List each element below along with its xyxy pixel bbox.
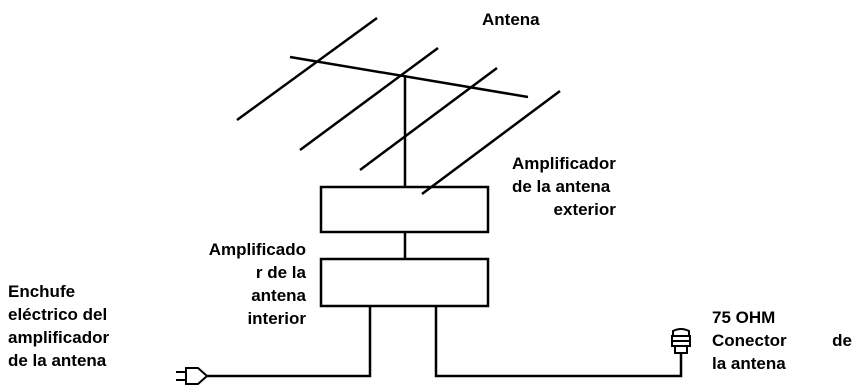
outdoor-amplifier-box [319, 185, 490, 234]
antenna-element-3 [359, 66, 498, 172]
coax-cable [434, 306, 683, 378]
power-plug-label: Enchufe eléctrico del amplificador de la… [8, 282, 110, 370]
power-cable [207, 306, 372, 378]
outdoor-amplifier-label: Amplificador de la antena exterior [512, 154, 616, 219]
antenna-graphic [236, 16, 561, 196]
antenna-element-2 [299, 46, 439, 152]
coax-connector-icon [671, 328, 691, 354]
antenna-label: Antena [482, 10, 540, 29]
connector-label: 75 OHM Conector de la antena [712, 308, 852, 373]
antenna-boom [289, 55, 529, 99]
antenna-element-4 [421, 89, 561, 196]
antenna-element-1 [236, 16, 378, 122]
power-plug-icon [176, 367, 209, 385]
indoor-amplifier-box [319, 257, 490, 308]
indoor-amplifier-label: Amplificado r de la antena interior [208, 240, 306, 328]
